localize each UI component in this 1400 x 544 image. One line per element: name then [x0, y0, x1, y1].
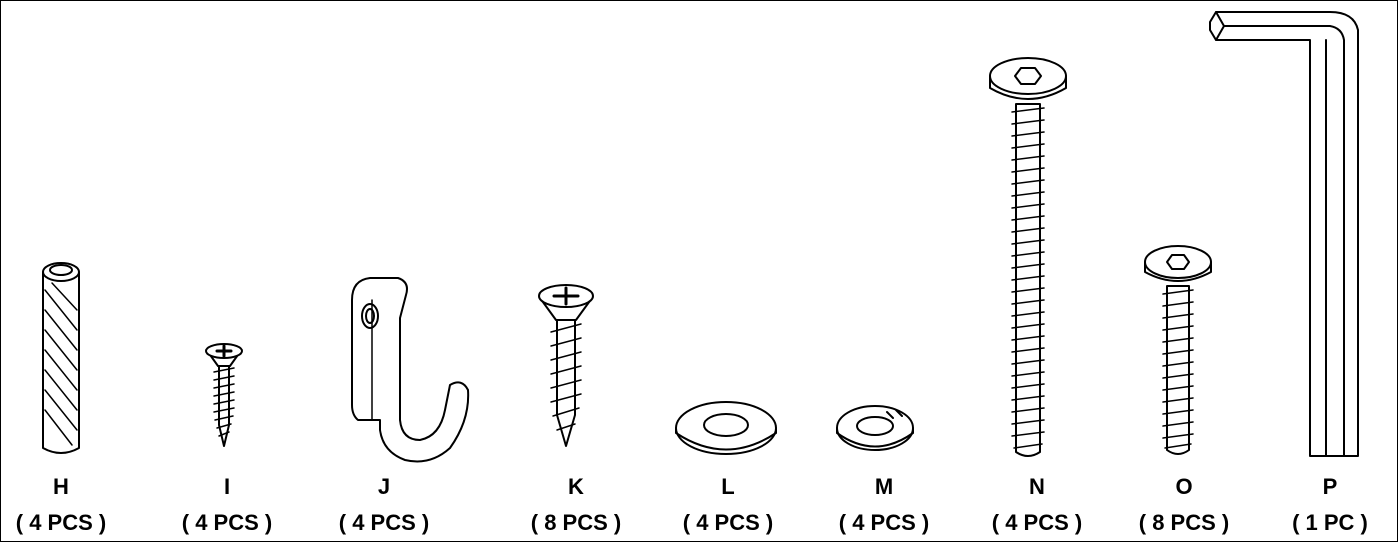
- part-qty-n: ( 4 PCS ): [991, 510, 1083, 535]
- part-letter-h: H: [53, 474, 69, 499]
- small-wood-screw-icon: [205, 343, 243, 447]
- part-letter-p: P: [1322, 474, 1338, 499]
- part-letter-n: N: [1029, 474, 1045, 499]
- lock-washer-icon: [836, 405, 914, 451]
- part-qty-j: ( 4 PCS ): [338, 510, 430, 535]
- part-letter-i: I: [223, 474, 231, 499]
- part-letter-j: J: [377, 474, 391, 499]
- dowel-pin-icon: [42, 262, 80, 454]
- allen-key-icon: [1209, 11, 1359, 457]
- short-hex-bolt-icon: [1144, 245, 1212, 455]
- wood-screw-icon: [538, 284, 594, 447]
- part-qty-k: ( 8 PCS ): [530, 510, 622, 535]
- part-qty-m: ( 4 PCS ): [838, 510, 930, 535]
- part-letter-m: M: [874, 474, 894, 499]
- flat-washer-icon: [675, 401, 777, 455]
- long-hex-bolt-icon: [989, 57, 1067, 457]
- part-qty-i: ( 4 PCS ): [181, 510, 273, 535]
- part-letter-o: O: [1175, 474, 1193, 499]
- part-qty-l: ( 4 PCS ): [682, 510, 774, 535]
- hook-icon: [351, 277, 470, 463]
- part-qty-o: ( 8 PCS ): [1138, 510, 1230, 535]
- part-qty-h: ( 4 PCS ): [15, 510, 107, 535]
- part-qty-p: ( 1 PC ): [1292, 510, 1368, 535]
- part-letter-k: K: [568, 474, 584, 499]
- part-letter-l: L: [721, 474, 735, 499]
